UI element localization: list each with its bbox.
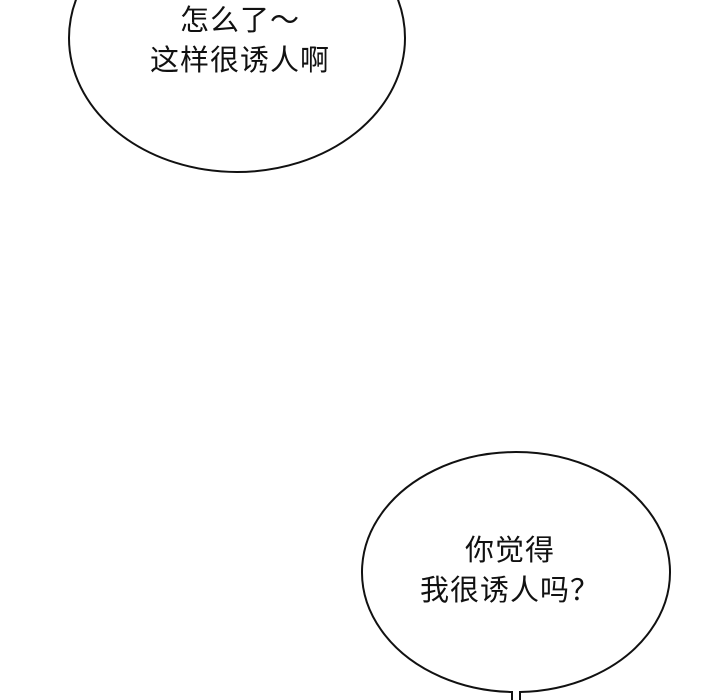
speech-bubble-bottom-text: 你觉得 我很诱人吗？: [380, 530, 640, 610]
bubble-line: 怎么了～: [179, 3, 300, 37]
speech-bubble-top: [68, 0, 406, 173]
speech-bubble-bottom: [361, 451, 671, 700]
bubble-line: 我很诱人吗？: [419, 573, 600, 607]
bubble-line: 这样很诱人啊: [149, 43, 330, 77]
speech-bubble-top-text: 怎么了～ 这样很诱人啊: [120, 0, 360, 80]
bubble-line: 你觉得: [464, 533, 555, 567]
